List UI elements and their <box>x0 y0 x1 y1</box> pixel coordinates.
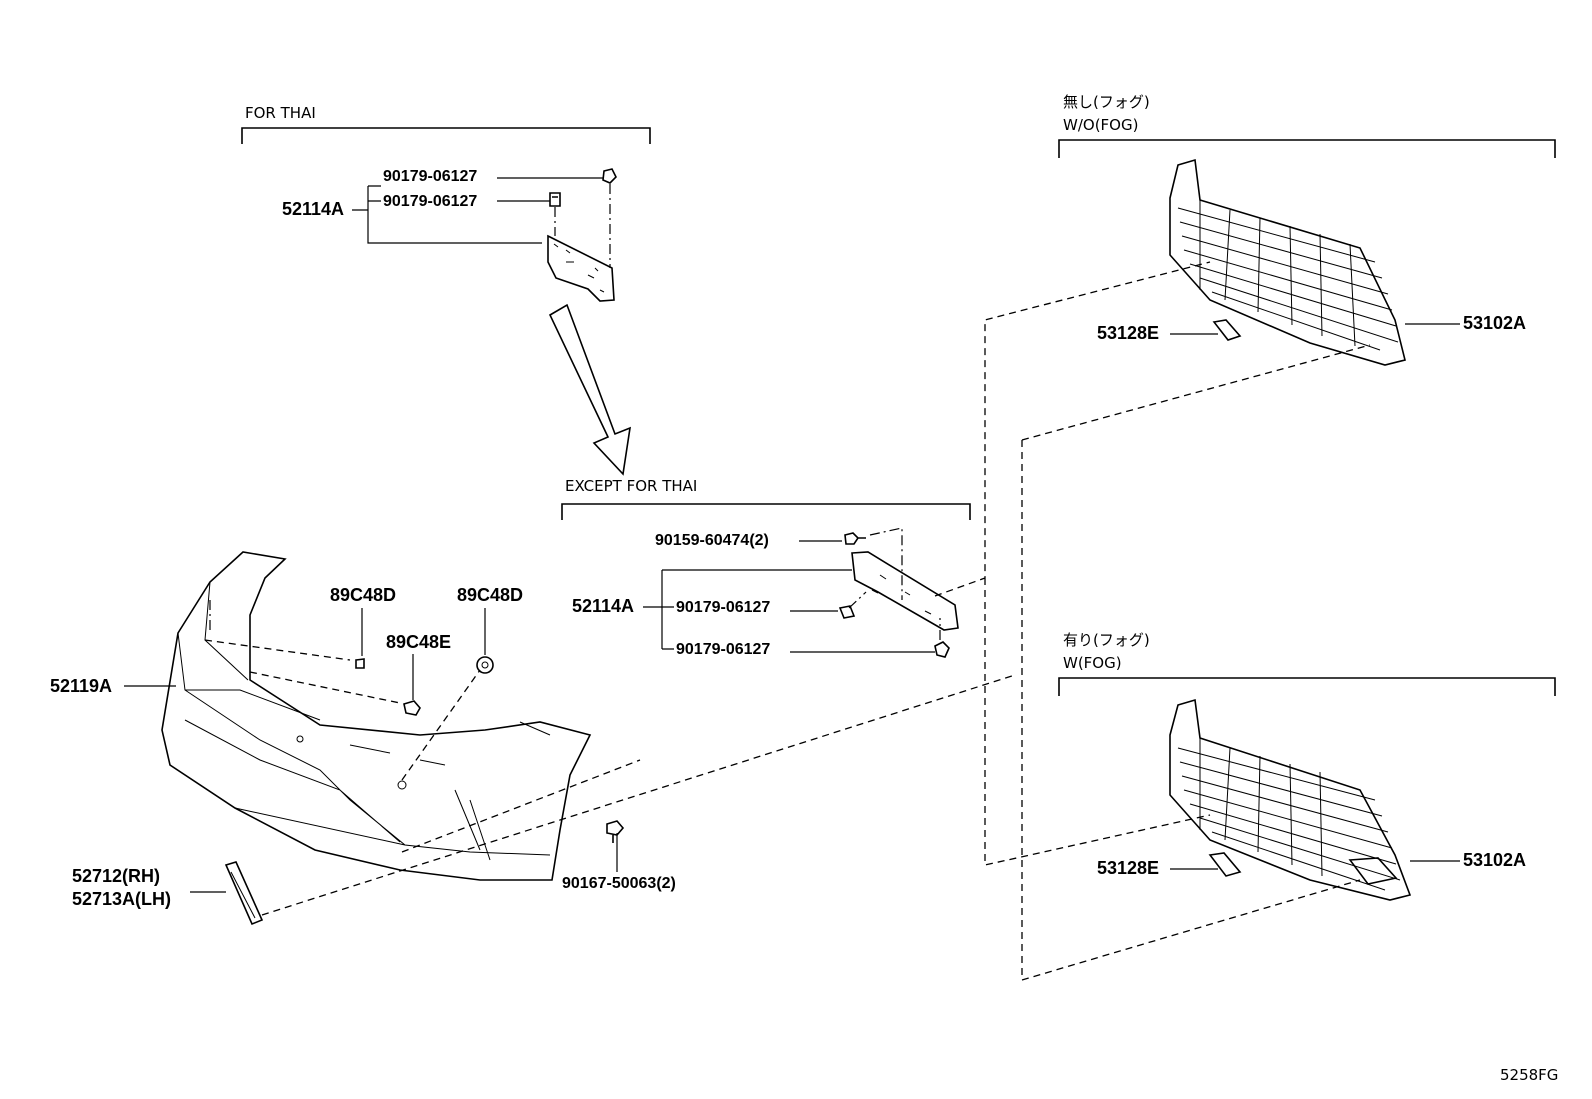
except-for-thai-header: EXCEPT FOR THAI <box>565 477 697 495</box>
except-for-thai-group: EXCEPT FOR THAI 90159-60474(2) 52114A 90… <box>561 477 971 658</box>
w-fog-jp-header: 有り(フォグ) <box>1063 631 1150 649</box>
grille-w-fog-outline <box>1169 698 1412 901</box>
part-89C48E-label[interactable]: 89C48E <box>386 632 451 652</box>
part-90179-thai-1-label[interactable]: 90179-06127 <box>383 168 477 185</box>
part-53102A-w-fog-label[interactable]: 53102A <box>1463 850 1526 870</box>
part-90179-thai-2-label[interactable]: 90179-06127 <box>383 193 477 210</box>
part-89C48D-left-label[interactable]: 89C48D <box>330 585 396 605</box>
assembly-lines-grilles-right <box>1021 344 1371 981</box>
molding-detail <box>230 871 256 919</box>
leaders-sensors <box>361 608 486 700</box>
wo-fog-bracket <box>1058 139 1556 158</box>
clip-icon <box>549 192 561 207</box>
part-52114A-thai-label[interactable]: 52114A <box>282 199 344 219</box>
clip-icon <box>934 641 950 658</box>
leaders-90179-except <box>662 606 935 653</box>
part-90167-label[interactable]: 90167-50063(2) <box>562 875 676 892</box>
screw-icon <box>844 532 866 545</box>
grille-w-fog-mesh <box>1177 738 1401 891</box>
bumper-group: 89C48D 89C48D 89C48E 52119A 90167-50063(… <box>50 551 676 926</box>
w-fog-header: W(FOG) <box>1063 654 1122 672</box>
assembly-lines-except <box>848 527 941 640</box>
clip-icon <box>602 168 617 184</box>
part-53102A-wo-fog-label[interactable]: 53102A <box>1463 313 1526 333</box>
part-52712-label[interactable]: 52712(RH) <box>72 866 160 886</box>
assembly-line-bumper-grille <box>401 759 641 853</box>
clip-icon <box>838 605 856 619</box>
molding-icon <box>224 861 264 926</box>
part-53128E-wo-fog-label[interactable]: 53128E <box>1097 323 1159 343</box>
retainer-icon <box>403 700 421 716</box>
part-90179-except-1-label[interactable]: 90179-06127 <box>676 599 770 616</box>
part-52114A-except-label[interactable]: 52114A <box>572 596 634 616</box>
leader-52114A-thai <box>352 186 542 244</box>
leader-52114A-except <box>643 569 852 649</box>
except-for-thai-bracket <box>561 503 971 520</box>
emblem-icon <box>1208 852 1242 877</box>
wo-fog-header: W/O(FOG) <box>1063 116 1138 134</box>
assembly-lines-sensors <box>204 639 481 781</box>
bumper-hole <box>296 735 304 743</box>
screw-icon <box>606 820 625 843</box>
sensor-icon <box>355 658 365 669</box>
bracket-except-detail <box>871 574 932 615</box>
part-90179-except-2-label[interactable]: 90179-06127 <box>676 641 770 658</box>
part-52119A-label[interactable]: 52119A <box>50 676 112 696</box>
part-52713A-label[interactable]: 52713A(LH) <box>72 889 171 909</box>
bracket-thai-icon <box>547 234 615 302</box>
grille-wo-fog-mesh <box>1177 200 1399 351</box>
for-thai-group: FOR THAI 52114A 90179-06127 90179-06127 <box>241 104 651 302</box>
grille-wo-fog-outline <box>1169 158 1406 366</box>
bracket-except-icon <box>851 551 959 631</box>
w-fog-bracket <box>1058 677 1556 696</box>
bumper-cover-contours <box>177 581 551 861</box>
wo-fog-jp-header: 無し(フォグ) <box>1063 93 1150 111</box>
part-53128E-w-fog-label[interactable]: 53128E <box>1097 858 1159 878</box>
wo-fog-group: 無し(フォグ) W/O(FOG) 53128E 53102A <box>1058 93 1556 366</box>
emblem-icon <box>1212 319 1242 341</box>
assembly-lines-thai <box>554 184 611 268</box>
leaders-90179-thai <box>368 177 603 202</box>
part-89C48D-right-label[interactable]: 89C48D <box>457 585 523 605</box>
bumper-cover-outline <box>161 551 592 881</box>
sensor-icon <box>476 656 494 674</box>
assembly-lines-grilles-left <box>934 261 1211 866</box>
bumper-hole <box>397 780 407 790</box>
for-thai-bracket <box>241 127 651 144</box>
sensor-icon-center <box>481 661 489 669</box>
diagram-reference-code: 5258FG <box>1500 1066 1558 1084</box>
for-thai-header: FOR THAI <box>245 104 316 122</box>
bracket-thai-detail <box>553 243 605 293</box>
part-90159-label[interactable]: 90159-60474(2) <box>655 532 769 549</box>
fog-lamp-opening <box>1348 857 1398 885</box>
w-fog-group: 有り(フォグ) W(FOG) 53128E 53102A <box>1058 631 1556 901</box>
arrow-icon <box>548 303 632 476</box>
